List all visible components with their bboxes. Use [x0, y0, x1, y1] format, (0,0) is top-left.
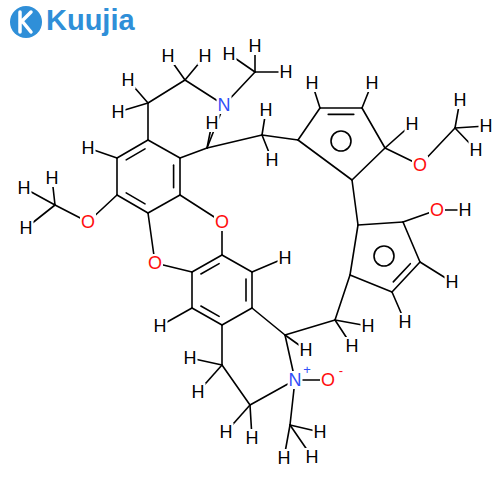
bond-line: [222, 255, 252, 272]
bond-line: [192, 308, 222, 325]
atom-label: H: [17, 179, 32, 197]
double-bond-line: [201, 306, 219, 316]
bond-line: [335, 275, 350, 320]
bond-line: [362, 108, 385, 148]
bond-line: [350, 275, 392, 292]
bond-line: [403, 222, 420, 262]
atom-label: H: [161, 47, 176, 65]
double-bond-line: [126, 193, 145, 204]
atom-label: H: [219, 423, 234, 441]
bond-line: [251, 272, 253, 308]
charge-sign: -: [338, 364, 344, 377]
atom-label: H: [111, 103, 126, 121]
atom-label: H: [222, 45, 237, 63]
atom-label: H: [361, 317, 376, 335]
atom-label: O: [429, 201, 445, 219]
atom-label: N: [288, 371, 303, 389]
bond-line: [285, 320, 335, 335]
atom-label: H: [345, 337, 360, 355]
bond-line: [262, 135, 298, 140]
atom-label: H: [183, 349, 198, 367]
atom-label: H: [313, 423, 328, 441]
bond-line: [148, 140, 180, 158]
atom-label: H: [305, 448, 320, 466]
atom-label: H: [405, 115, 420, 133]
bond-line: [298, 140, 352, 180]
atom-label: H: [259, 101, 274, 119]
double-bond-line: [245, 279, 247, 301]
bond-line: [352, 148, 385, 180]
bond-line: [147, 103, 149, 140]
atom-label: H: [248, 37, 263, 55]
watermark-text: Kuujia: [46, 5, 135, 37]
atom-label: H: [305, 74, 320, 92]
double-bond-line: [126, 149, 145, 160]
bond-line: [192, 255, 222, 272]
charge-sign: +: [302, 363, 312, 376]
atom-label: H: [277, 449, 292, 467]
atom-label: H: [458, 201, 473, 219]
bond-line: [179, 158, 181, 195]
atom-label: O: [80, 213, 96, 231]
bond-line: [148, 195, 180, 213]
bond-line: [148, 80, 185, 103]
double-bond-line: [393, 264, 410, 282]
atom-label: H: [469, 141, 484, 159]
bond-line: [358, 222, 403, 225]
atom-label: H: [365, 74, 380, 92]
atom-label: H: [299, 341, 314, 359]
bond-line: [252, 308, 285, 335]
atom-label: N: [217, 96, 232, 114]
double-bond-line: [201, 264, 219, 274]
atom-label: H: [191, 383, 206, 401]
atom-label: H: [45, 169, 60, 187]
bond-line: [116, 158, 118, 195]
atom-label: H: [278, 249, 293, 267]
bond-line: [352, 180, 358, 225]
bond-line: [180, 148, 207, 158]
atom-label: H: [205, 114, 220, 132]
atom-label: H: [398, 313, 413, 331]
atom-label: H: [453, 91, 468, 109]
double-bond-line: [173, 165, 175, 187]
ring-circle: [374, 246, 394, 266]
atom-label: O: [412, 156, 428, 174]
bond-line: [191, 272, 193, 308]
atom-label: H: [121, 71, 136, 89]
bond-line: [222, 308, 252, 325]
atom-label: H: [245, 429, 260, 447]
logo-icon: [10, 6, 42, 38]
bond-line: [298, 108, 320, 140]
bond-line: [392, 262, 420, 292]
atom-label: H: [153, 317, 168, 335]
bond-line: [350, 225, 358, 275]
bond-line: [320, 107, 362, 109]
double-bond-line: [328, 114, 354, 116]
atom-label: H: [479, 117, 494, 135]
bond-line: [117, 195, 148, 213]
atom-label: H: [198, 47, 213, 65]
atom-label: O: [320, 371, 336, 389]
ring-circle: [331, 131, 351, 151]
atom-label: O: [214, 213, 230, 231]
atom-label: H: [279, 63, 294, 81]
atom-label: H: [265, 151, 280, 169]
atom-label: H: [19, 219, 34, 237]
bond-line: [222, 365, 250, 405]
atom-label: O: [147, 254, 163, 272]
bond-line: [207, 135, 262, 148]
bond-line: [221, 325, 223, 365]
atom-label: H: [81, 139, 96, 157]
atom-label: H: [445, 273, 460, 291]
